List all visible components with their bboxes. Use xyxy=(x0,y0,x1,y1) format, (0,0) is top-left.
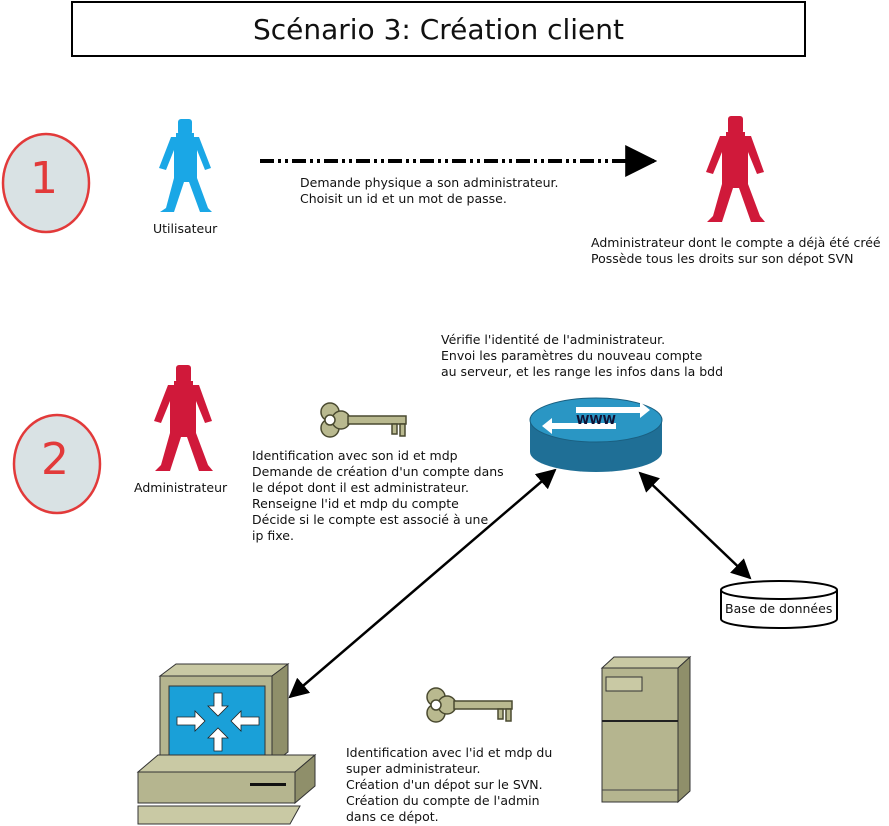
key-icon xyxy=(320,402,407,438)
database-label: Base de données xyxy=(725,601,833,616)
router-icon xyxy=(529,397,663,472)
admin-identification-text: Identification avec son id et mdp Demand… xyxy=(252,448,504,543)
diagram-title-text: Scénario 3: Création client xyxy=(252,12,625,46)
database-icon xyxy=(720,580,838,629)
step-1-number: 1 xyxy=(30,153,58,204)
admin-person-icon xyxy=(154,365,213,471)
step-1-circle xyxy=(1,132,91,234)
router-database-arrow xyxy=(638,471,752,580)
diagram-title: Scénario 3: Création client xyxy=(71,1,806,57)
admin-description-text: Administrateur dont le compte a déjà été… xyxy=(591,235,881,266)
request-text: Demande physique a son administrateur. C… xyxy=(300,175,559,206)
router-label: WWW xyxy=(576,413,616,427)
admin-label: Administrateur xyxy=(134,480,228,495)
computer-router-arrow xyxy=(288,468,557,699)
user-label: Utilisateur xyxy=(153,221,218,236)
admin-person-icon-top xyxy=(706,116,765,222)
server-verification-text: Vérifie l'identité de l'administrateur. … xyxy=(441,332,724,379)
key-icon-2 xyxy=(426,687,513,723)
server-icon xyxy=(600,655,692,804)
step-2-circle xyxy=(12,413,102,515)
step-2-number: 2 xyxy=(41,434,69,485)
super-admin-text: Identification avec l'id et mdp du super… xyxy=(346,745,553,824)
user-person-icon xyxy=(159,119,212,212)
computer-icon xyxy=(136,663,317,825)
